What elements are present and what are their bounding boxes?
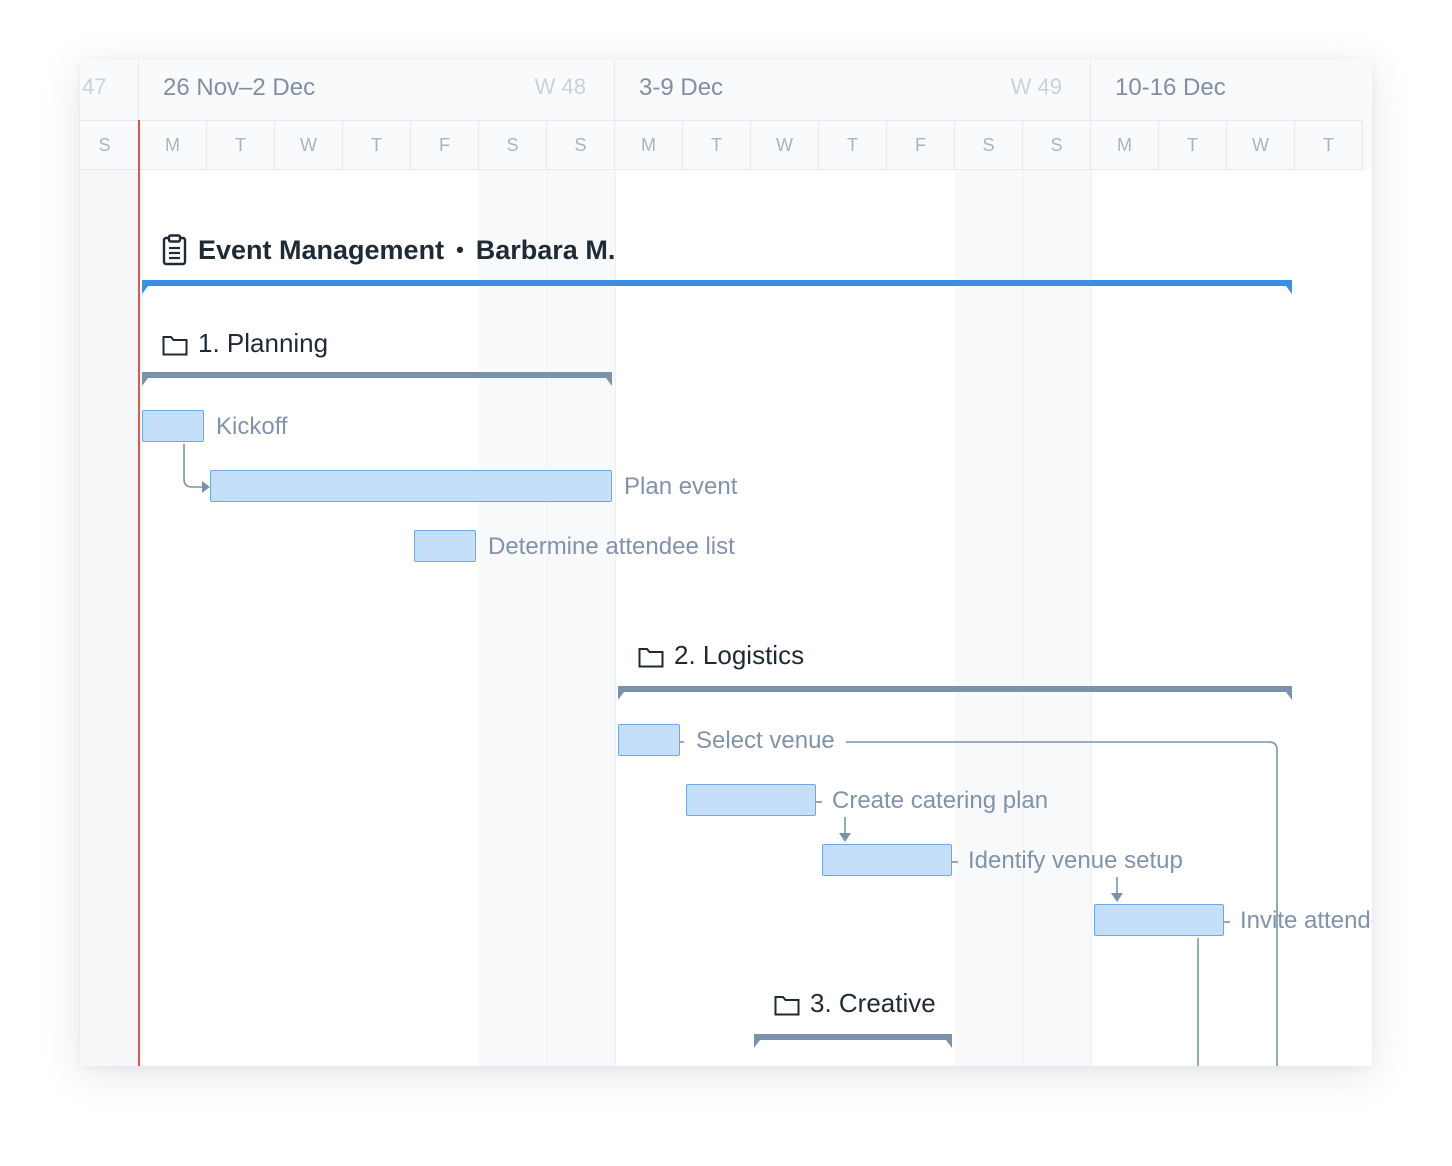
today-marker <box>138 120 140 1066</box>
group-title-logistics[interactable]: 2. Logistics <box>638 638 804 672</box>
group-summary-bar[interactable] <box>618 686 1292 700</box>
clipboard-icon <box>162 234 188 266</box>
week-number: W 48 <box>534 74 586 99</box>
dependency-arrow <box>839 833 851 842</box>
day-header: W <box>1227 120 1295 170</box>
day-header: M <box>1091 120 1159 170</box>
week-number: 47 <box>82 74 107 99</box>
group-name: 1. Planning <box>198 327 329 358</box>
task-bar-select-venue[interactable] <box>618 724 680 756</box>
day-divider <box>547 170 548 1066</box>
day-header: T <box>819 120 887 170</box>
group-name: 2. Logistics <box>674 639 805 670</box>
day-header: S <box>1023 120 1091 170</box>
week-header-47: 47 <box>80 60 139 120</box>
day-header: S <box>955 120 1023 170</box>
day-header: T <box>343 120 411 170</box>
week-header-49: 3-9 Dec W 49 <box>615 60 1091 120</box>
task-label[interactable]: Determine attendee list <box>488 533 735 560</box>
task-bar-kickoff[interactable] <box>142 410 204 442</box>
day-header: F <box>411 120 479 170</box>
gantt-chart: 47 26 Nov–2 Dec W 48 3-9 Dec W 49 10-16 … <box>80 60 1372 1066</box>
title-separator: • <box>456 237 464 262</box>
task-bar-venue-setup[interactable] <box>822 844 952 876</box>
week-header-48: 26 Nov–2 Dec W 48 <box>139 60 615 120</box>
day-header: M <box>615 120 683 170</box>
day-header: T <box>683 120 751 170</box>
task-bar-catering-plan[interactable] <box>686 784 816 816</box>
task-label[interactable]: Kickoff <box>216 413 288 440</box>
day-header: T <box>207 120 275 170</box>
group-title-creative[interactable]: 3. Creative <box>774 986 936 1020</box>
day-header: T <box>1159 120 1227 170</box>
project-summary-bar[interactable] <box>142 280 1292 294</box>
timeline-header: 47 26 Nov–2 Dec W 48 3-9 Dec W 49 10-16 … <box>80 60 1372 170</box>
task-label[interactable]: Invite attendees <box>1240 907 1372 934</box>
timeline-grid <box>80 170 1372 1066</box>
day-header: F <box>887 120 955 170</box>
folder-icon <box>638 644 664 668</box>
group-summary-bar[interactable] <box>142 372 612 386</box>
week-divider <box>615 170 616 1066</box>
day-header: M <box>139 120 207 170</box>
task-bar-invite-attendees[interactable] <box>1094 904 1224 936</box>
project-name: Event Management <box>198 234 445 265</box>
day-header: S <box>479 120 547 170</box>
task-label[interactable]: Select venue <box>696 727 835 754</box>
week-range: 10-16 Dec <box>1115 74 1226 101</box>
task-label[interactable]: Plan event <box>624 473 738 500</box>
day-divider <box>1023 170 1024 1066</box>
day-header: W <box>275 120 343 170</box>
dependency-arrow <box>202 481 210 493</box>
folder-icon <box>774 992 800 1016</box>
task-label[interactable]: Identify venue setup <box>968 847 1183 874</box>
project-title-row[interactable]: Event Management • Barbara M. <box>162 232 615 268</box>
dependency-connectors <box>183 444 1278 1066</box>
week-divider <box>1091 170 1092 1066</box>
dependency-line <box>183 444 202 488</box>
task-bar-attendee-list[interactable] <box>414 530 476 562</box>
group-title-planning[interactable]: 1. Planning <box>162 326 328 360</box>
day-header: W <box>751 120 819 170</box>
folder-icon <box>162 332 188 356</box>
week-header-50: 10-16 Dec <box>1091 60 1372 120</box>
week-range: 3-9 Dec <box>639 74 724 101</box>
dependency-line <box>846 741 1278 1066</box>
project-owner: Barbara M. <box>475 234 616 265</box>
dependency-arrow <box>1111 893 1123 902</box>
week-number: W 49 <box>1010 74 1062 99</box>
day-header: T <box>1295 120 1363 170</box>
weekend-shade <box>80 170 138 1066</box>
group-name: 3. Creative <box>810 987 936 1018</box>
week-range: 26 Nov–2 Dec <box>163 74 316 101</box>
task-label[interactable]: Create catering plan <box>832 787 1049 814</box>
day-header: S <box>547 120 615 170</box>
group-summary-bar[interactable] <box>754 1034 952 1048</box>
task-bar-plan-event[interactable] <box>210 470 612 502</box>
